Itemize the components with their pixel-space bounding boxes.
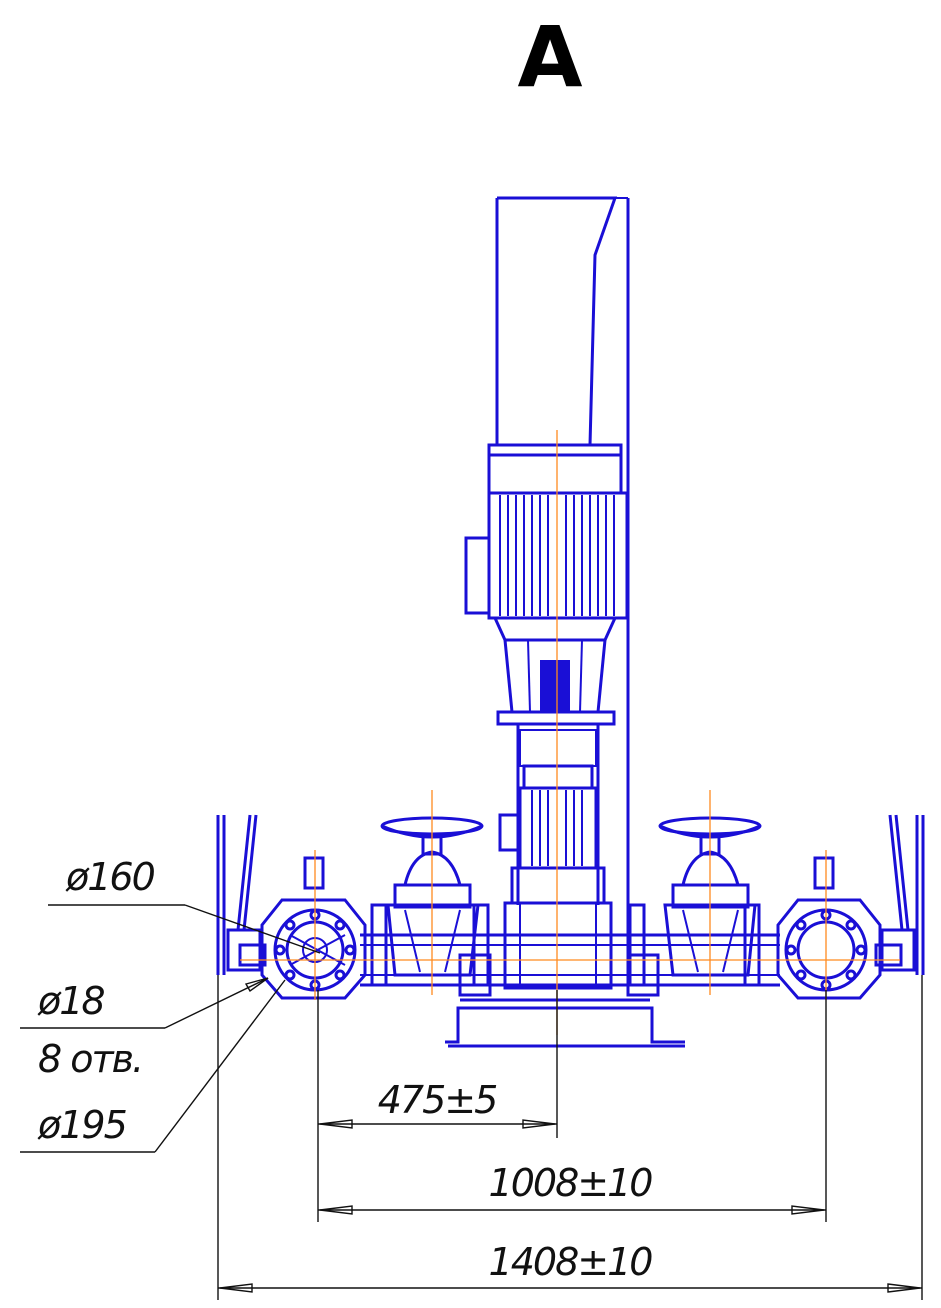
view-label: A — [517, 8, 582, 106]
callout-label-bolt-hole-count: 8 отв. — [38, 1037, 142, 1081]
callout-label-bolt-hole-diameter: ø18 — [37, 979, 104, 1023]
dimension-flange-to-flange: 1008±10 — [318, 1161, 826, 1215]
electric-motor — [464, 443, 629, 642]
left-end-flange — [260, 856, 367, 1000]
dimension-label-overall-width: 1408±10 — [489, 1240, 653, 1284]
dimension-label-flange-to-axis: 475±5 — [378, 1078, 497, 1122]
pump-lantern — [496, 639, 616, 905]
callout-label-bolt-circle: ø195 — [37, 1103, 127, 1147]
left-valve-handle — [216, 814, 267, 975]
pump-body — [503, 764, 613, 990]
dimension-overall-width: 1408±10 — [218, 1240, 922, 1293]
callout-label-flange-diameter: ø160 — [65, 855, 155, 899]
callout-bolt-holes: ø18 8 отв. — [20, 977, 269, 1081]
manifold-pipe — [360, 903, 780, 997]
callout-flange-diameter: ø160 — [48, 855, 321, 954]
right-valve-handle — [874, 814, 925, 975]
extension-lines — [217, 975, 923, 1300]
callout-bolt-circle: ø195 — [20, 979, 286, 1153]
right-end-flange — [776, 856, 882, 1000]
center-lines — [240, 430, 900, 1035]
dimension-flange-to-axis: 475±5 — [318, 1078, 557, 1129]
dimension-label-flange-to-flange: 1008±10 — [489, 1161, 653, 1205]
base-frame — [445, 998, 685, 1048]
